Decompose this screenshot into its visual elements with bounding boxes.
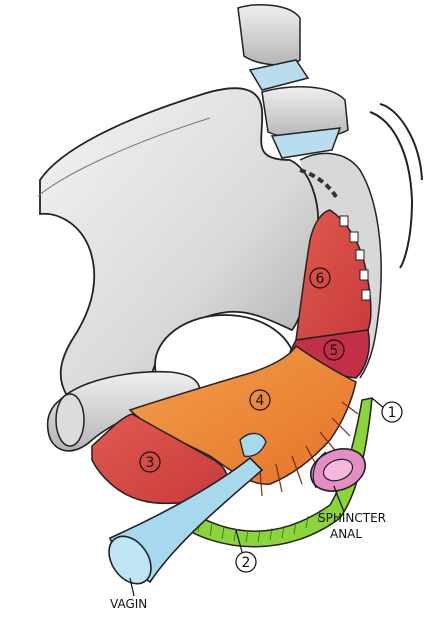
label-4-text: 4 <box>256 393 265 409</box>
sphincter-label-line2: ANAL <box>330 527 362 541</box>
label-1: 1 <box>382 402 402 422</box>
label-3-text: 3 <box>146 455 155 471</box>
label-2-text: 2 <box>242 555 251 571</box>
label-1-text: 1 <box>388 405 397 421</box>
intervertebral-disc <box>250 60 308 90</box>
label-5-text: 5 <box>330 343 339 359</box>
label-6-text: 6 <box>316 271 325 287</box>
sphincter-label-line1: SPHINCTER <box>318 511 386 525</box>
pubic-symphysis <box>56 394 84 446</box>
vagin-label: VAGIN <box>110 597 147 611</box>
label-2: 2 <box>236 552 256 572</box>
